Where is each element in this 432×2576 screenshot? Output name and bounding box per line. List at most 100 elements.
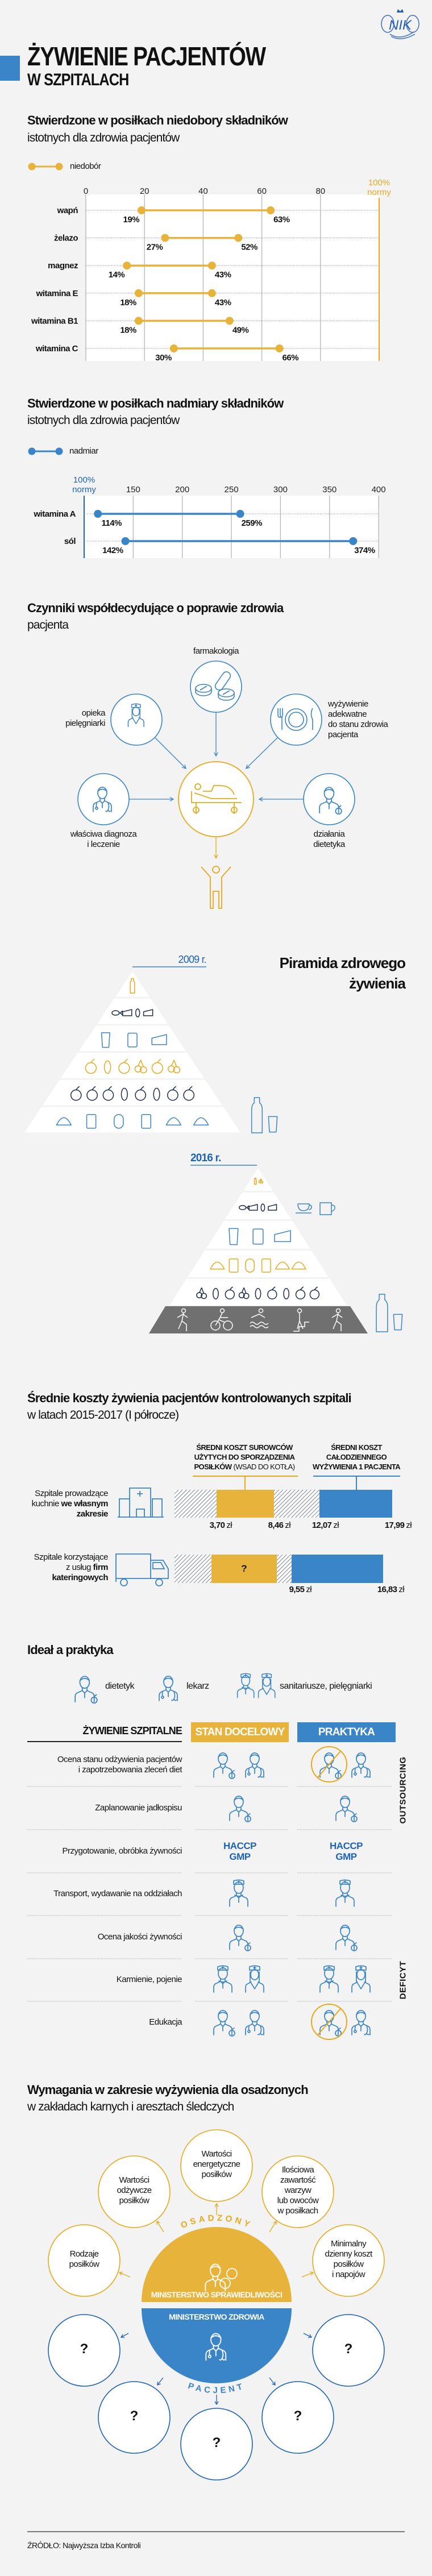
body: [215, 1312, 228, 1326]
arrow: [121, 2333, 129, 2338]
range-high-point: [207, 261, 216, 270]
arrow: [269, 2221, 277, 2233]
stem: [259, 1178, 263, 1182]
cycling-icon: [210, 1308, 233, 1331]
milk-glass-icon: [101, 1032, 110, 1048]
value: 30: [155, 353, 164, 363]
page-title: ŻYWIENIE PACJENTÓW: [27, 41, 266, 71]
shape: [268, 1116, 278, 1133]
currency: zł: [285, 1520, 290, 1530]
head: [219, 1308, 225, 1314]
body: [177, 1312, 188, 1331]
standard-label: HACCP: [223, 1840, 256, 1851]
shape: [255, 1287, 261, 1300]
ministry-justice-label: MINISTERSTWO SPRAWIEDLIWOŚCI: [151, 2290, 283, 2299]
table-row-label: Ocena jakości żywności: [11, 1932, 182, 1942]
source-divider: [27, 2531, 405, 2532]
stem: [172, 1086, 177, 1090]
oil-bottle-icon: [130, 978, 135, 994]
legend-excess-label: nadmiar: [69, 446, 98, 456]
line: żywienia: [349, 975, 406, 992]
value: 114: [101, 518, 115, 528]
line: ŚREDNI KOSZT: [331, 1443, 382, 1452]
line: Karmienie, pojenie: [116, 1975, 182, 1984]
peas-icon: [153, 1087, 160, 1101]
range-high-point: [225, 317, 234, 325]
category-label: magnez: [48, 261, 78, 271]
swimming-icon: [250, 1308, 269, 1328]
milk-carton-icon: [252, 1228, 264, 1245]
factors-diagram: [77, 660, 355, 909]
chicken-icon: [248, 1204, 258, 1211]
stem: [300, 1286, 304, 1290]
range-high-label: 374%: [354, 546, 375, 555]
daily-cost-bracket: [313, 1476, 400, 1490]
x-tick-label: 250: [225, 485, 239, 495]
raw-cost-bracket: [193, 1476, 298, 1490]
pielegniarka-icon: [351, 1965, 371, 1993]
range-low-label: 27%: [147, 243, 163, 252]
header-daily-cost: ŚREDNI KOSZT CAŁODZIENNEGO WYŻYWIENIA 1 …: [305, 1443, 408, 1472]
plate: [285, 708, 308, 731]
unit: %: [155, 243, 163, 252]
x-tick-label: 400: [372, 485, 386, 495]
line: Ilościowa: [281, 2165, 314, 2175]
standard-label: GMP: [229, 1851, 251, 1862]
shape: [85, 1062, 97, 1074]
line: w posiłkach: [277, 2206, 319, 2216]
requirement-circle: [261, 2155, 334, 2228]
cherries-icon: [168, 1060, 181, 1074]
bread-icon: [229, 1258, 239, 1273]
shape: [268, 1204, 277, 1211]
factors-subtitle: pacjenta: [27, 618, 69, 631]
unknown-requirement-circle: [48, 2314, 121, 2387]
arrow-head-icon: [272, 2381, 276, 2386]
range-low-point: [134, 317, 143, 325]
legend-nurses-label: sanitariusze, pielęgniarki: [280, 1681, 372, 1691]
sanitariusz-icon: [213, 1965, 232, 1993]
wheel: [193, 807, 200, 813]
value: 43: [215, 270, 224, 280]
unknown-requirement-circle: [180, 2408, 253, 2481]
hospital-bed-icon: [191, 783, 242, 814]
category-label: witamina B1: [31, 316, 78, 326]
category-label: żelazo: [54, 234, 78, 243]
x-tick-label: 350: [322, 485, 337, 495]
line: i leczenie: [87, 840, 120, 849]
unknown-mark: ?: [80, 2341, 89, 2357]
legend-dot: [28, 163, 36, 171]
standard-label: GMP: [335, 1851, 357, 1862]
sanitariusz-icon: [335, 1879, 355, 1907]
shape: [127, 1032, 138, 1048]
range-low-label: 18%: [120, 298, 136, 308]
arrow: [155, 737, 186, 769]
stem: [198, 1287, 205, 1294]
range-high-point: [236, 510, 244, 518]
range-high-point: [207, 289, 216, 297]
pasta-icon: [165, 1117, 182, 1126]
range-low-point: [169, 344, 178, 352]
lemon-icon: [225, 1286, 235, 1300]
range-high-point: [275, 344, 284, 352]
unit: %: [129, 325, 136, 335]
arrow-head-icon: [309, 2271, 314, 2276]
factor-circle-nursing: [110, 693, 163, 746]
requirement-circle: [48, 2224, 121, 2297]
pepper-icon: [183, 1086, 195, 1101]
egg-icon: [135, 1008, 140, 1017]
x-tick-label: 150: [126, 485, 140, 495]
shape: [229, 1228, 239, 1245]
stem: [90, 1058, 95, 1063]
catering-daily-cost-range-bar: [292, 1555, 383, 1583]
line: do stanu zdrowia: [328, 720, 388, 729]
shape: [143, 1009, 153, 1016]
sanitariusz-icon: [229, 1879, 248, 1907]
line: Ocena jakości żywności: [97, 1932, 182, 1942]
reference-label: normy: [367, 188, 391, 197]
missing-slash-icon: [317, 1751, 341, 1778]
